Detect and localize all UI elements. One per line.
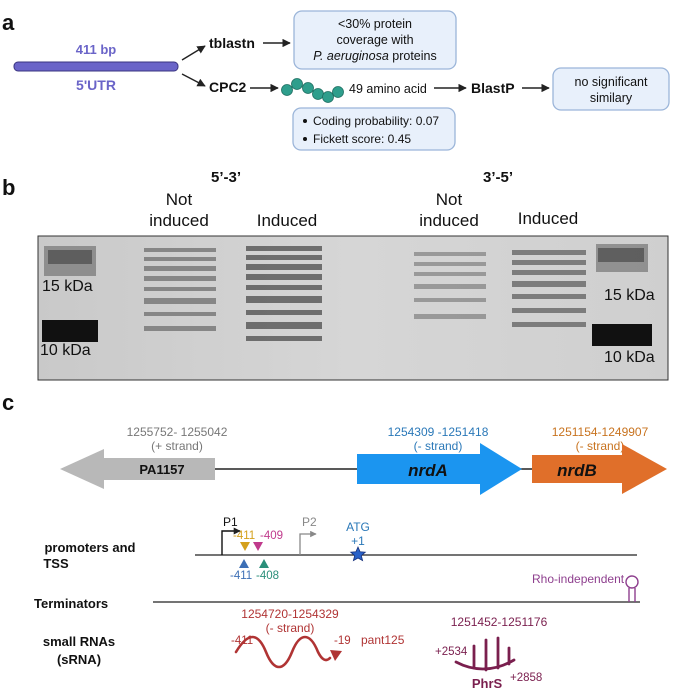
tss-409-label: -409 bbox=[260, 530, 283, 542]
utr-label: 5'UTR bbox=[76, 77, 116, 93]
lane1-label-line2: induced bbox=[149, 211, 209, 230]
marker-left-10kda: 10 kDa bbox=[40, 342, 91, 359]
arrow-to-tblastn bbox=[181, 45, 206, 61]
panel-c-label: c bbox=[2, 390, 14, 415]
gene-nrdb-label: nrdB bbox=[557, 461, 597, 480]
utr-bar bbox=[13, 61, 179, 72]
srna-pant125-wave-icon bbox=[234, 635, 332, 669]
blastp-label: BlastP bbox=[471, 80, 515, 96]
cpc2-label: CPC2 bbox=[209, 79, 247, 95]
tblastn-result-line2: coverage with bbox=[336, 33, 413, 47]
gene1-strand: (+ strand) bbox=[151, 439, 203, 453]
bar-length-label: 411 bp bbox=[76, 42, 117, 57]
gene-nrda-label: nrdA bbox=[408, 461, 448, 480]
hairpin-terminator-icon bbox=[625, 575, 639, 602]
arrow-to-cpc2 bbox=[181, 73, 206, 87]
fickett-score: Fickett score: 0.45 bbox=[313, 132, 411, 146]
srna1-name: pant125 bbox=[361, 633, 405, 647]
promoter-p2-arrow-icon bbox=[299, 530, 317, 555]
peptide-beads-icon bbox=[281, 78, 344, 103]
tss-408-marker-icon bbox=[259, 559, 269, 568]
blastp-result-box bbox=[552, 67, 670, 111]
srna2-coords: 1251452-1251176 bbox=[451, 615, 548, 629]
plus1-label: +1 bbox=[351, 534, 365, 548]
tss-411-top-marker-icon bbox=[240, 542, 250, 551]
srna2-name: PhrS bbox=[472, 676, 503, 690]
gene2-strand: (- strand) bbox=[414, 439, 463, 453]
bullet-dot-1 bbox=[303, 119, 307, 123]
coding-probability: Coding probability: 0.07 bbox=[313, 114, 439, 128]
group-3-5-label: 3’-5’ bbox=[483, 169, 513, 186]
srna2-end-label: +2858 bbox=[510, 672, 542, 684]
panel-a-label: a bbox=[2, 10, 15, 35]
tblastn-result-line1: <30% protein bbox=[338, 17, 412, 31]
promoter-p2-label: P2 bbox=[302, 515, 317, 529]
tss-411-top-label: -411 bbox=[233, 530, 255, 542]
tss-411-bottom-label: -411 bbox=[230, 570, 252, 582]
lane2-label: Induced bbox=[257, 211, 318, 230]
blastp-result-line2: similary bbox=[590, 91, 633, 105]
tss-409-marker-icon bbox=[253, 542, 263, 551]
row-promoters-label-line2: TSS bbox=[43, 556, 69, 571]
gene2-coords: 1254309 -1251418 bbox=[388, 425, 489, 439]
lane3-label-line1: Not bbox=[436, 190, 463, 209]
tss-411-bottom-marker-icon bbox=[239, 559, 249, 568]
row-terminators-label: Terminators bbox=[34, 596, 108, 611]
gene-nrdb-arrow bbox=[532, 444, 667, 494]
row-srna-label-line1: small RNAs bbox=[43, 634, 115, 649]
promoter-p1-label: P1 bbox=[223, 515, 238, 529]
gene1-coords: 1255752- 1255042 bbox=[127, 425, 228, 439]
tss-408-label: -408 bbox=[256, 570, 279, 582]
srna2-start-label: +2534 bbox=[435, 646, 468, 658]
cpc2-scores-box bbox=[292, 107, 456, 151]
gene3-strand: (- strand) bbox=[576, 439, 625, 453]
srna-pant125-arrowhead-icon bbox=[330, 650, 342, 661]
row-promoters-label-line1: promoters and bbox=[44, 540, 135, 555]
lane3-label-line2: induced bbox=[419, 211, 479, 230]
tblastn-label: tblastn bbox=[209, 35, 255, 51]
start-codon-star-icon bbox=[349, 546, 367, 562]
marker-right-15kda: 15 kDa bbox=[604, 287, 655, 304]
lane4-label: Induced bbox=[518, 209, 579, 228]
peptide-length-label: 49 amino acid bbox=[349, 82, 427, 96]
promoter-p1-arrow-icon bbox=[221, 527, 241, 555]
row-srna-label-line2: (sRNA) bbox=[57, 652, 101, 667]
gene-nrda-arrow bbox=[357, 443, 522, 495]
gene-pa1157-arrow bbox=[60, 449, 215, 489]
blastp-result-line1: no significant bbox=[575, 75, 648, 89]
group-5-3-label: 5’-3’ bbox=[211, 169, 241, 186]
srna-phrs-structure-icon bbox=[454, 636, 516, 672]
srna1-strand: (- strand) bbox=[266, 621, 315, 635]
gene-pa1157-label: PA1157 bbox=[139, 462, 184, 477]
tblastn-result-line3: P. aeruginosa proteins bbox=[313, 49, 436, 63]
panel-b-label: b bbox=[2, 175, 15, 200]
gene3-coords: 1251154-1249907 bbox=[552, 425, 649, 439]
gel-image bbox=[37, 235, 669, 381]
bullet-dot-2 bbox=[303, 137, 307, 141]
terminator-label: Rho-independent bbox=[532, 572, 625, 586]
marker-right-10kda: 10 kDa bbox=[604, 349, 655, 366]
tblastn-result-box bbox=[293, 10, 457, 70]
marker-left-15kda: 15 kDa bbox=[42, 278, 93, 295]
srna1-end-label: -19 bbox=[334, 635, 351, 647]
species-italic: P. aeruginosa bbox=[313, 49, 389, 63]
srna1-coords: 1254720-1254329 bbox=[241, 607, 339, 621]
atg-label: ATG bbox=[346, 520, 370, 534]
lane1-label-line1: Not bbox=[166, 190, 193, 209]
species-rest: proteins bbox=[389, 49, 437, 63]
